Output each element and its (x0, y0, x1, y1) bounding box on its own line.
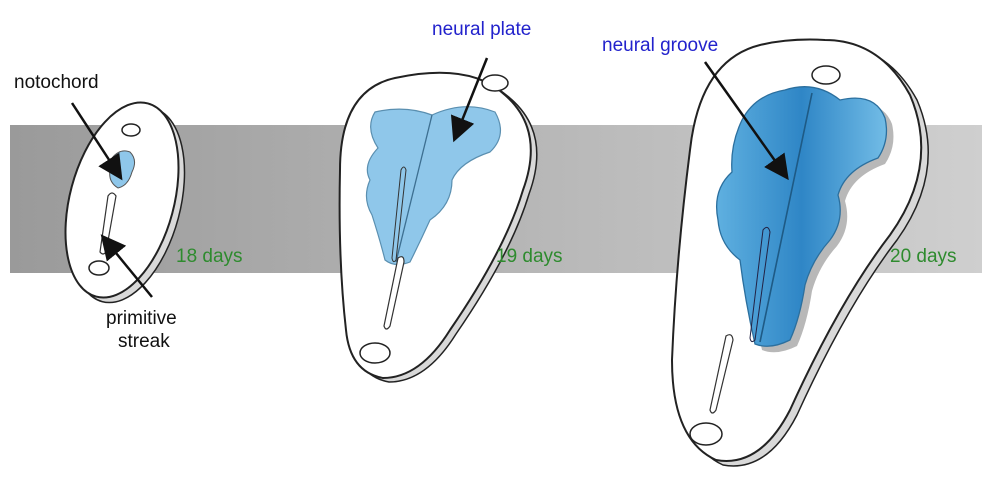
neural-plate-label: neural plate (432, 19, 531, 40)
neural-groove-folds (715, 86, 888, 347)
oral-membrane (689, 422, 723, 446)
cloacal-membrane (121, 123, 141, 137)
primitive-streak-label-line1: primitive (106, 308, 177, 329)
primitive-streak-shape (709, 334, 734, 414)
stage-age-19: 19 days (496, 246, 563, 267)
notochord-label: notochord (14, 72, 99, 93)
primitive-streak-arrow (100, 234, 153, 298)
primitive-streak-label-line2: streak (118, 331, 170, 352)
primitive-streak-shape (383, 256, 405, 330)
oral-membrane (88, 260, 110, 276)
cloacal-membrane (481, 74, 509, 92)
cloacal-membrane (811, 65, 841, 85)
embryo-19-days (338, 71, 538, 383)
neural-plate-arrow (450, 57, 489, 143)
embryo-18-days (64, 101, 186, 304)
oral-membrane (359, 342, 391, 364)
neural-groove-label: neural groove (602, 35, 718, 56)
neural-groove-arrow (703, 61, 789, 181)
notochord-arrow (70, 102, 123, 181)
stage-age-18: 18 days (176, 246, 243, 267)
stage-age-20: 20 days (890, 246, 957, 267)
